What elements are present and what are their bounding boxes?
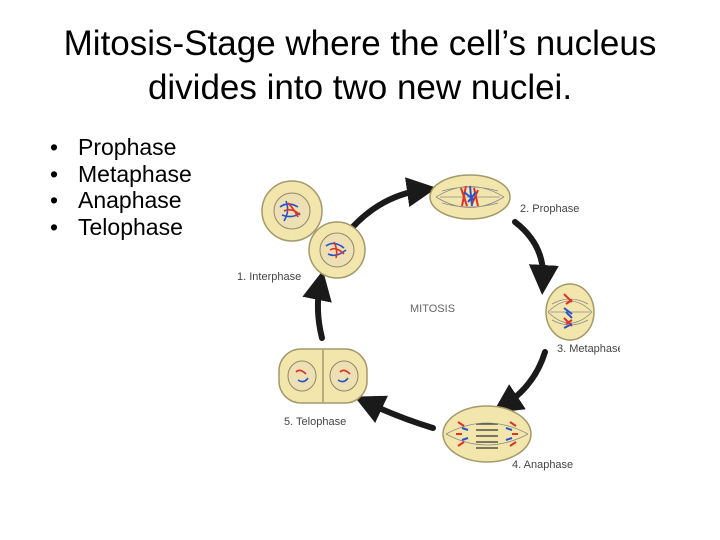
slide-title: Mitosis-Stage where the cell’s nucleus d… — [0, 22, 720, 110]
interphase-cell — [261, 180, 366, 279]
bullet-metaphase: Metaphase — [50, 161, 192, 188]
cycle-arrows — [302, 177, 559, 431]
title-line-1: Mitosis-Stage where the cell’s nucleus — [63, 24, 657, 63]
label-interphase: 1. Interphase — [237, 271, 301, 283]
mitosis-cycle-diagram: 1. Interphase 2. Prophase 3. Metaphase 4… — [237, 174, 620, 471]
label-prophase: 2. Prophase — [520, 203, 579, 215]
metaphase-cell — [545, 283, 595, 341]
label-anaphase: 4. Anaphase — [512, 459, 573, 471]
prophase-cell — [429, 174, 511, 220]
arrow-anaphase-to-telophase — [354, 395, 436, 431]
telophase-cell — [278, 348, 368, 404]
bullet-prophase: Prophase — [50, 134, 192, 161]
bullet-anaphase: Anaphase — [50, 187, 192, 214]
label-metaphase: 3. Metaphase — [557, 343, 620, 355]
arrow-interphase-to-prophase — [347, 177, 437, 233]
label-telophase: 5. Telophase — [284, 416, 346, 428]
bullet-telophase: Telophase — [50, 214, 192, 241]
arrow-prophase-to-metaphase — [512, 219, 559, 295]
arrow-metaphase-to-anaphase — [492, 349, 548, 414]
label-mitosis-center: MITOSIS — [410, 303, 455, 315]
stage-bullet-list: Prophase Metaphase Anaphase Telophase — [50, 134, 192, 240]
arrow-telophase-to-interphase — [302, 270, 332, 341]
anaphase-cell — [442, 405, 532, 463]
title-line-2: divides into two new nuclei. — [147, 68, 573, 107]
